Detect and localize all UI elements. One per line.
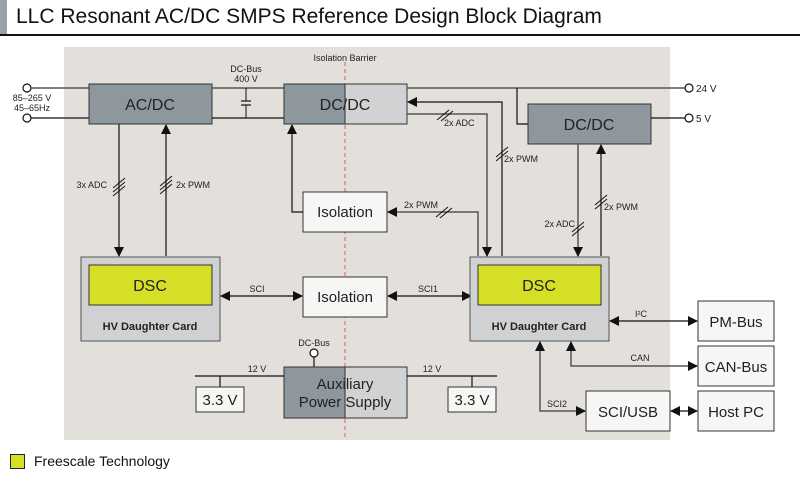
dsc-right-label: DSC: [522, 278, 556, 295]
dcdc-main-primary[interactable]: [283, 83, 346, 125]
label-2x-pwm-acdc: 2x PWM: [176, 180, 210, 190]
acdc-block[interactable]: [88, 83, 213, 125]
sciusb-label: SCI/USB: [598, 404, 658, 421]
dcdc-main-secondary[interactable]: [344, 83, 408, 125]
dcdc-secondary-label: DC/DC: [564, 117, 615, 134]
legend: Freescale Technology: [10, 453, 170, 469]
acdc-label: AC/DC: [125, 97, 175, 114]
sciusb-block[interactable]: [585, 390, 671, 432]
label-3x-adc: 3x ADC: [76, 180, 107, 190]
card-left-label: HV Daughter Card: [103, 321, 198, 333]
legend-label: Freescale Technology: [34, 453, 170, 469]
isolation-sci-label: Isolation: [317, 289, 373, 306]
aux-psu-primary[interactable]: [283, 366, 346, 419]
aux-dcbus-label: DC-Bus: [298, 338, 330, 348]
dc-bus-label: DC-Bus: [230, 64, 262, 74]
label-2x-pwm-dcdc: 2x PWM: [504, 154, 538, 164]
label-24v: 24 V: [696, 84, 717, 95]
wire-24v-to-dcdc2: [516, 88, 528, 125]
legend-swatch-freescale: [10, 453, 25, 469]
isolation-sci-block[interactable]: [302, 276, 388, 318]
bus-slash-2x-pwm-dcdc2: [594, 194, 608, 210]
bus-slash-2x-adc-dcdc: [436, 109, 454, 122]
terminal-5v[interactable]: [684, 113, 694, 123]
dcdc-main-label: DC/DC: [320, 97, 371, 114]
dc-bus-voltage-label: 400 V: [234, 74, 258, 84]
title-accent: [0, 0, 7, 34]
label-i2c: I²C: [635, 309, 647, 319]
v33-right-block[interactable]: [447, 386, 497, 413]
label-can: CAN: [630, 353, 649, 363]
wire-dcdc-2x-adc: [407, 113, 492, 257]
input-terminal-bottom[interactable]: [22, 113, 32, 123]
label-sci2: SCI2: [547, 399, 567, 409]
bus-slash-2x-pwm-acdc: [159, 175, 173, 195]
page-title: LLC Resonant AC/DC SMPS Reference Design…: [16, 5, 602, 28]
label-sci1: SCI1: [418, 284, 438, 294]
canbus-block[interactable]: [697, 345, 775, 387]
bus-slash-2x-adc-dcdc2: [571, 221, 585, 237]
bus-slash-3x-adc: [112, 177, 126, 197]
label-2x-adc-dcdc2: 2x ADC: [544, 219, 575, 229]
wire-dcdc-2x-pwm: [407, 97, 503, 256]
v33-left-label: 3.3 V: [202, 392, 237, 409]
dsc-left-label: DSC: [133, 278, 167, 295]
hostpc-block[interactable]: [697, 390, 775, 432]
wire-sci2: [535, 341, 586, 416]
label-2x-pwm-iso: 2x PWM: [404, 200, 438, 210]
pmbus-block[interactable]: [697, 300, 775, 342]
label-2x-adc-dcdc: 2x ADC: [444, 118, 475, 128]
canbus-label: CAN-Bus: [705, 359, 768, 376]
label-5v: 5 V: [696, 114, 711, 125]
label-12v-right: 12 V: [423, 364, 442, 374]
v33-left-block[interactable]: [195, 386, 245, 413]
v33-right-label: 3.3 V: [454, 392, 489, 409]
aux-psu-secondary[interactable]: [344, 366, 408, 419]
bus-slash-2x-pwm-dcdc: [495, 146, 509, 162]
aux-psu-label-line2: Power Supply: [299, 394, 392, 411]
aux-dcbus-terminal[interactable]: [309, 348, 319, 358]
title-bar: LLC Resonant AC/DC SMPS Reference Design…: [0, 0, 800, 36]
input-voltage-label: 85–265 V: [13, 93, 52, 103]
input-terminal-top[interactable]: [22, 83, 32, 93]
aux-psu-label-line1: Auxiliary: [317, 376, 374, 393]
isolation-pwm-label: Isolation: [317, 204, 373, 221]
dcdc-secondary-block[interactable]: [527, 103, 652, 145]
card-right-label: HV Daughter Card: [492, 321, 587, 333]
label-2x-pwm-dcdc2: 2x PWM: [604, 202, 638, 212]
bus-slash-2x-pwm-iso: [435, 206, 453, 219]
isolation-pwm-block[interactable]: [302, 191, 388, 233]
isolation-barrier-label: Isolation Barrier: [313, 53, 376, 63]
hostpc-label: Host PC: [708, 404, 764, 421]
pmbus-label: PM-Bus: [709, 314, 762, 331]
label-sci: SCI: [249, 284, 264, 294]
dsc-right-block[interactable]: [477, 264, 602, 306]
label-12v-left: 12 V: [248, 364, 267, 374]
dsc-left-block[interactable]: [88, 264, 213, 306]
wire-2x-pwm-to-isolation: [387, 207, 479, 256]
terminal-24v[interactable]: [684, 83, 694, 93]
input-frequency-label: 45–65Hz: [14, 103, 51, 113]
wire-isolation-to-dcdc: [287, 124, 303, 213]
